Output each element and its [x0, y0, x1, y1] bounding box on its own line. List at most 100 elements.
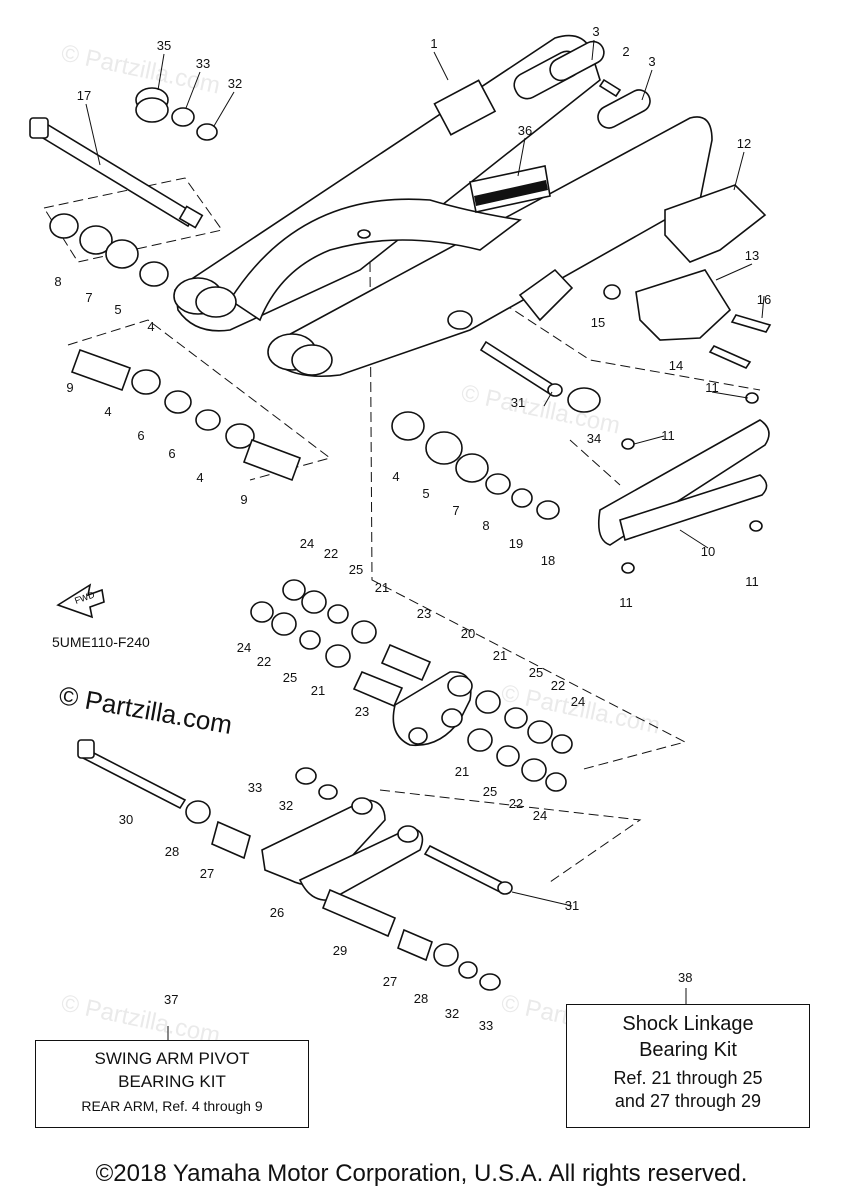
part-callout: 33	[248, 780, 262, 795]
kit-range-2: and 27 through 29	[614, 1091, 762, 1111]
part-callout: 20	[461, 626, 475, 641]
linkage-bolt-lower[interactable]	[77, 739, 187, 810]
lower-small-parts-right[interactable]	[321, 888, 501, 991]
part-callout: 15	[591, 315, 605, 330]
part-callout: 22	[551, 678, 565, 693]
part-callout: 33	[479, 1018, 493, 1033]
part-callout: 30	[119, 812, 133, 827]
part-callout: 28	[165, 844, 179, 859]
part-callout: 21	[493, 648, 507, 663]
part-callout: 23	[355, 704, 369, 719]
collar-top[interactable]	[135, 87, 169, 123]
part-callout: 5	[114, 302, 121, 317]
part-callout: 23	[417, 606, 431, 621]
lower-small-parts-left[interactable]	[185, 767, 338, 860]
diagram-code: 5UME110-F240	[52, 634, 150, 650]
part-callout: 8	[54, 274, 61, 289]
part-callout: 29	[333, 943, 347, 958]
part-callout: 22	[324, 546, 338, 561]
part-callout: 4	[147, 319, 154, 334]
part-callout: 27	[383, 974, 397, 989]
pivot-axle[interactable]	[29, 117, 204, 229]
part-callout: 16	[757, 292, 771, 307]
kit-range: REAR ARM, Ref. 4 through 9	[81, 1098, 263, 1114]
relay-arm[interactable]	[392, 671, 473, 747]
part-callout: 14	[669, 358, 683, 373]
right-bearing-stack[interactable]	[391, 411, 560, 520]
bolt-small-top[interactable]	[598, 78, 622, 98]
leader-lines	[85, 39, 765, 1040]
part-callout: 2	[622, 44, 629, 59]
part-callout: 5	[422, 486, 429, 501]
part-callout: 26	[270, 905, 284, 920]
part-callout: 32	[228, 76, 242, 91]
kit-subtitle: BEARING KIT	[118, 1072, 226, 1091]
guide-bracket[interactable]	[603, 269, 772, 370]
shock-linkage-kit-box[interactable]: Shock Linkage Bearing Kit Ref. 21 throug…	[566, 1004, 810, 1128]
part-callout: 19	[509, 536, 523, 551]
cap[interactable]	[567, 387, 601, 413]
linkage-bearing-stack-right[interactable]	[467, 690, 573, 792]
kit-ref-number: 38	[678, 970, 693, 985]
left-bearing-stack[interactable]	[49, 213, 169, 287]
part-callout: 32	[445, 1006, 459, 1021]
kit-title: SWING ARM PIVOT	[94, 1049, 250, 1068]
part-callout: 17	[77, 88, 91, 103]
part-callout: 4	[104, 404, 111, 419]
chain-slider[interactable]	[597, 392, 770, 574]
part-callout: 22	[257, 654, 271, 669]
part-callout: 31	[565, 898, 579, 913]
part-callout: 4	[392, 469, 399, 484]
part-callout: 24	[237, 640, 251, 655]
part-callout: 21	[455, 764, 469, 779]
kit-ref-number: 37	[164, 992, 179, 1007]
part-callout: 25	[529, 665, 543, 680]
part-callout: 25	[483, 784, 497, 799]
part-callout: 24	[571, 694, 585, 709]
nut-top[interactable]	[171, 107, 195, 127]
decal[interactable]	[469, 165, 551, 213]
part-callout: 9	[240, 492, 247, 507]
part-callout: 6	[168, 446, 175, 461]
kit-title: Shock Linkage	[622, 1013, 754, 1035]
copyright-footer: ©2018 Yamaha Motor Corporation, U.S.A. A…	[95, 1160, 748, 1187]
kit-subtitle: Bearing Kit	[639, 1039, 737, 1061]
part-callout: 12	[737, 136, 751, 151]
linkage-bearing-stack-left[interactable]	[250, 579, 432, 708]
part-callout: 32	[279, 798, 293, 813]
part-callout: 25	[349, 562, 363, 577]
part-callout: 7	[452, 503, 459, 518]
part-callout: 28	[414, 991, 428, 1006]
part-callout: 22	[509, 796, 523, 811]
part-callout: 11	[705, 380, 719, 395]
part-callout: 18	[541, 553, 555, 568]
swing-arm[interactable]	[173, 34, 713, 378]
part-callout: 27	[200, 866, 214, 881]
part-callout: 3	[648, 54, 655, 69]
part-callout: 10	[701, 544, 715, 559]
part-callout: 25	[283, 670, 297, 685]
part-callout: 7	[85, 290, 92, 305]
fwd-arrow: FWD	[56, 583, 105, 619]
part-callout: 6	[137, 428, 144, 443]
kit-range: Ref. 21 through 25	[613, 1068, 763, 1088]
part-callout: 31	[511, 395, 525, 410]
part-callout: 11	[661, 428, 675, 443]
part-callout: 1	[430, 36, 437, 51]
part-callout: 21	[311, 683, 325, 698]
left-sleeve-stack[interactable]	[70, 348, 302, 482]
part-callout: 24	[300, 536, 314, 551]
part-callout: 21	[375, 580, 389, 595]
swing-arm-kit-box[interactable]: SWING ARM PIVOT BEARING KIT REAR ARM, Re…	[35, 1040, 309, 1128]
connecting-rod[interactable]	[261, 797, 424, 901]
linkage-bolt-right[interactable]	[423, 844, 513, 895]
part-callout: 11	[619, 595, 633, 610]
part-callout: 9	[66, 380, 73, 395]
watermark: © Partzilla.com	[499, 679, 663, 739]
part-callout: 35	[157, 38, 171, 53]
part-callout: 24	[533, 808, 547, 823]
washer-top[interactable]	[196, 123, 218, 141]
part-callout: 4	[196, 470, 203, 485]
